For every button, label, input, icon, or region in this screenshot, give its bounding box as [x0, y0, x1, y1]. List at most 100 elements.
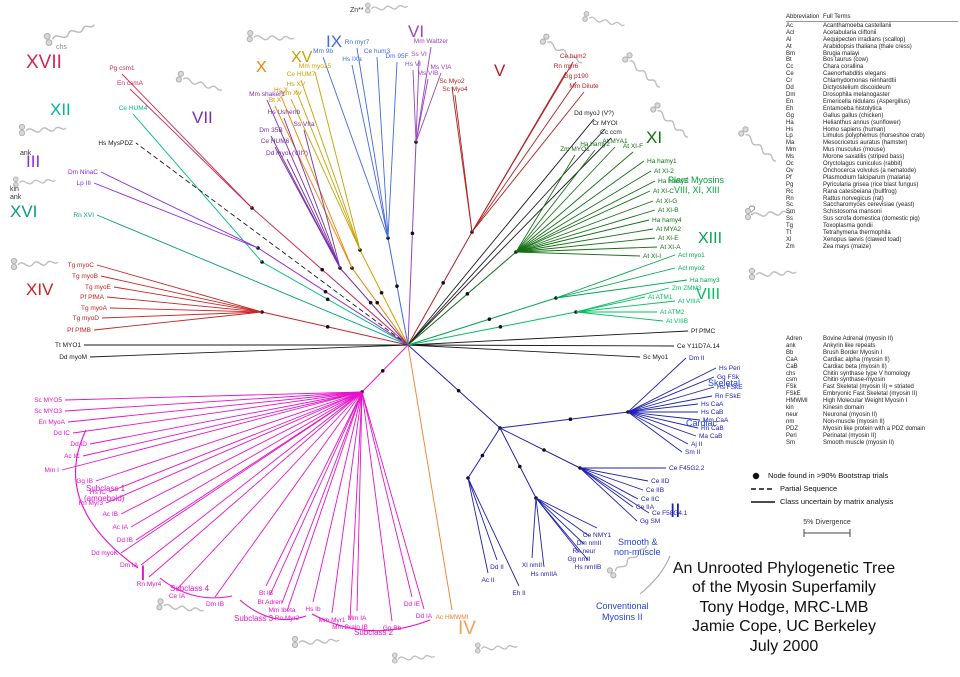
myosin-head-sketch — [392, 657, 398, 664]
myosin-tail-sketch — [253, 35, 295, 41]
myosin-tail-sketch — [17, 260, 59, 267]
key-partial-row: Partial Sequence — [750, 482, 955, 495]
taxon-label: Pf PfMA — [80, 294, 105, 301]
taxon-label: Rn XVI — [73, 212, 94, 219]
taxon-label: Mm shaker1 — [249, 91, 285, 98]
taxon-label: Mm Dilute — [569, 83, 599, 90]
abbreviation-cell: Ov — [786, 167, 794, 174]
branch — [82, 391, 363, 457]
taxon-label: Gg p190 — [564, 73, 589, 80]
branch — [627, 403, 699, 413]
full-term-cell: Chitin synthase-myosin — [823, 377, 886, 384]
branch — [515, 200, 654, 253]
myosin-head-sketch — [583, 11, 590, 17]
full-term-cell: Schistosoma mansoni — [823, 209, 882, 216]
myosin-head-sketch — [365, 2, 371, 9]
class-label: Plant Myosins — [668, 175, 725, 185]
bootstrap-node-dot — [568, 417, 573, 422]
taxon-label: Sc Myo4 — [442, 86, 468, 93]
myosin-molecule-sketch — [246, 30, 295, 43]
subclass-brace — [159, 577, 233, 599]
taxon-label: Ms VIB — [418, 70, 439, 77]
myosin-molecule-sketch — [365, 2, 408, 14]
branch — [627, 357, 687, 413]
myosin-head-sketch — [748, 267, 756, 275]
abbreviation-cell: Ai — [786, 36, 792, 43]
taxon-label: Tt MYO1 — [55, 342, 81, 349]
full-term-cell: Bovine Adrenal (myosin II) — [823, 336, 894, 342]
abbreviation-legend-header: Abbreviation Full Terms — [786, 14, 958, 22]
taxon-label: At XI-A — [660, 244, 681, 251]
branch — [283, 117, 341, 269]
full-term-cell: Mesocricetus auratus (hamster) — [823, 140, 908, 147]
class-label: IV — [458, 618, 476, 639]
taxon-label: Dd myoJ (V?) — [574, 110, 614, 117]
abbreviation-cell: Sm — [786, 439, 795, 446]
taxon-label: Eh II — [512, 590, 526, 597]
branch — [361, 391, 413, 598]
abbreviation-cell: Acl — [786, 29, 795, 36]
branch — [555, 279, 688, 299]
class-label: IX — [326, 32, 342, 51]
full-term-cell: Chara corallina — [823, 64, 864, 71]
abbreviation-cell: CaB — [786, 363, 798, 370]
bootstrap-node-dot — [323, 289, 328, 294]
taxon-label: Bt IB — [259, 590, 273, 597]
branch — [274, 146, 341, 269]
branch — [407, 231, 473, 346]
branch — [515, 237, 656, 253]
myosin-head-sketch — [392, 652, 398, 659]
class-label: kin — [10, 186, 19, 193]
bootstrap-node-dot — [498, 325, 503, 329]
bootstrap-dot-icon — [752, 472, 760, 479]
taxon-label: Ss VI — [411, 51, 427, 58]
full-term-cell: Drosophila melanogaster — [823, 91, 890, 98]
bootstrap-node-dot — [368, 300, 373, 305]
branch — [387, 61, 398, 239]
full-term-cell: Pyricularia grisea (rice blast fungus) — [823, 181, 919, 188]
abbreviation-cell: csm — [786, 377, 797, 384]
full-term-cell: High Molecular Weight Myosin I — [823, 398, 908, 405]
full-term-cell: Brush Border Myosin I — [823, 349, 883, 356]
taxon-label: Dm nmII — [577, 540, 602, 547]
branch — [471, 91, 585, 233]
full-term-cell: Cardiac alpha (myosin II) — [823, 356, 890, 363]
branch — [339, 267, 409, 346]
myosin-molecule-sketch — [622, 52, 661, 88]
branch — [407, 141, 417, 346]
title-block: An Unrooted Phylogenetic Tree of the Myo… — [616, 559, 952, 656]
branch — [376, 56, 389, 239]
abbreviation-cell: Adren — [786, 336, 803, 342]
full-term-cell: Helianthus annus (sunflower) — [823, 119, 901, 126]
branch — [407, 311, 577, 346]
branch — [579, 467, 644, 491]
branch — [627, 411, 689, 445]
taxon-label: Ce hum3 — [364, 48, 391, 55]
taxon-label: Xl nmII — [522, 562, 542, 569]
class-label: XV — [291, 49, 313, 66]
full-term-cell: Plasmodium falciparum (malaria) — [823, 174, 911, 181]
branch — [351, 64, 389, 239]
branch — [96, 264, 263, 313]
branch — [531, 497, 537, 559]
myosin-tail-sketch — [370, 4, 408, 11]
branch — [535, 497, 545, 568]
title-line: An Unrooted Phylogenetic Tree — [672, 560, 896, 577]
class-label: Zn** — [350, 7, 364, 14]
branch — [349, 391, 363, 621]
abbreviation-cell: Tg — [786, 223, 794, 230]
full-term-cell: Homo sapiens (human) — [823, 126, 886, 133]
key-bootstrap-row: Node found in >90% Bootstrap trials — [750, 469, 955, 482]
taxon-label: Hs IC — [90, 489, 107, 496]
taxon-label: Mm myo15 — [299, 63, 332, 70]
